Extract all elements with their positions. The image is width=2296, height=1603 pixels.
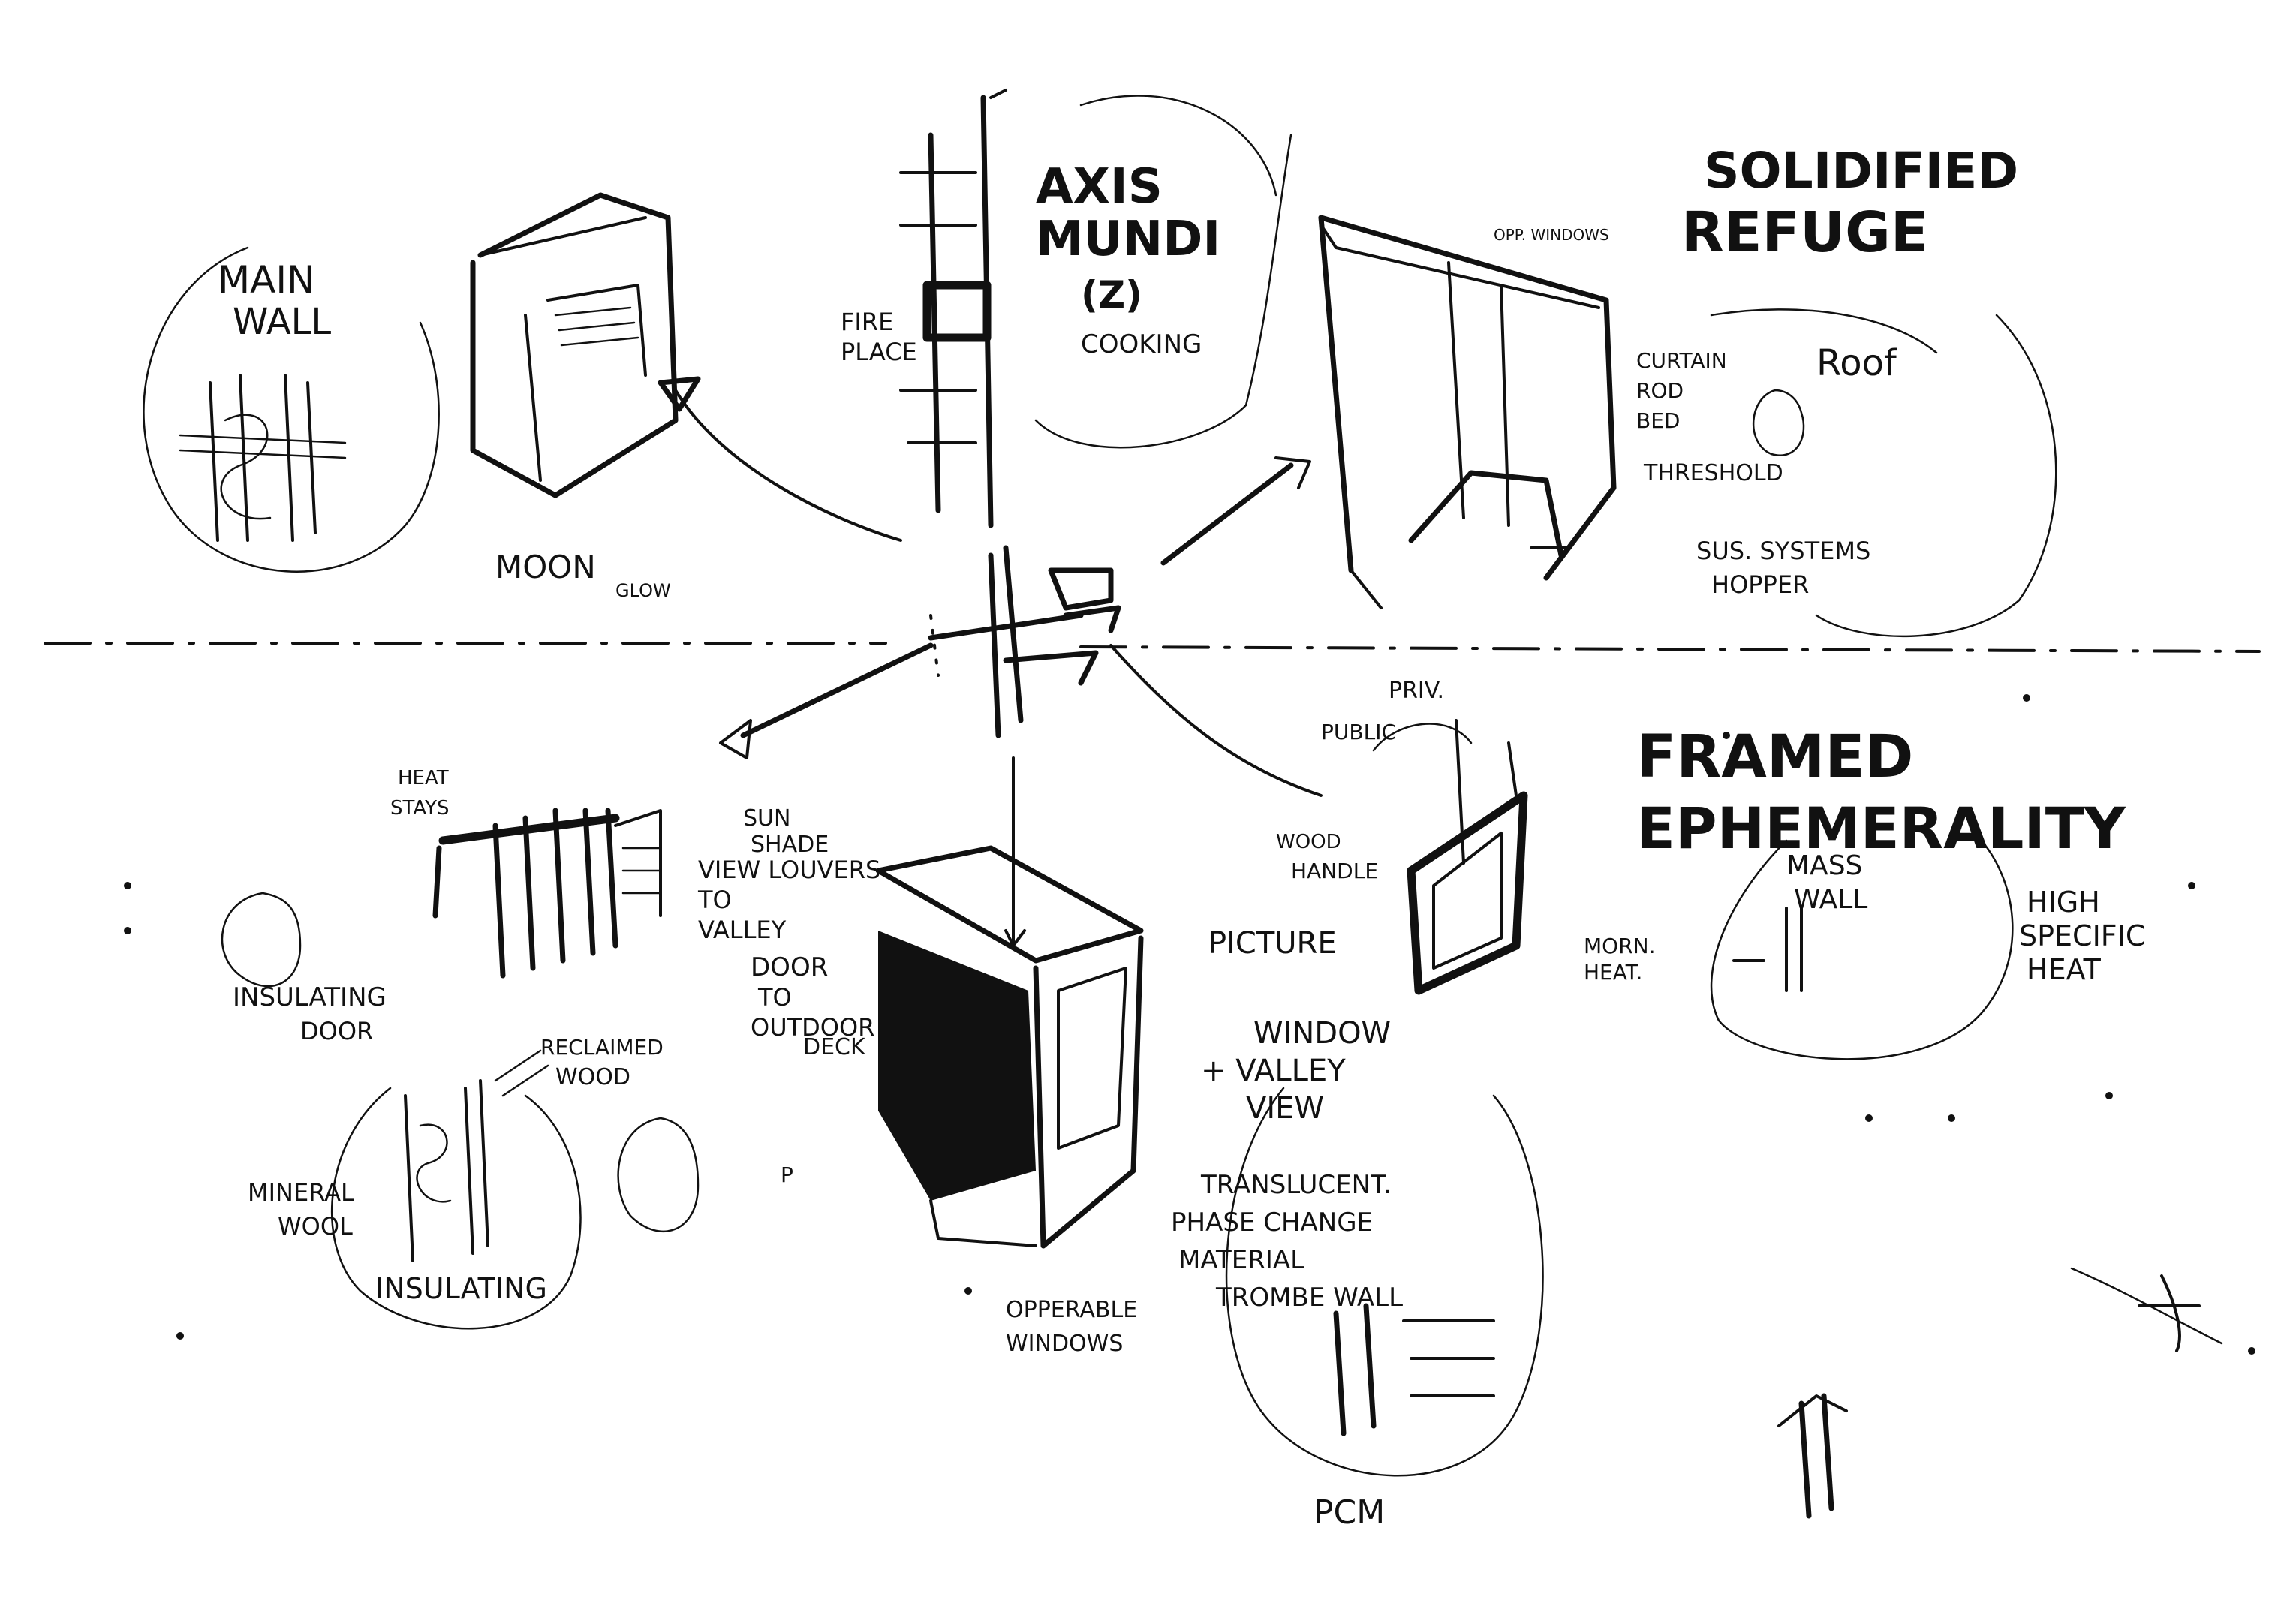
main-wall-sketch [180,195,676,540]
label-main: MAIN [218,258,315,302]
title-framed: FRAMED [1636,723,1913,791]
label-sun: SUN [743,805,790,832]
label-windows: WINDOWS [1006,1331,1123,1357]
label-opp-windows: OPP. WINDOWS [1494,226,1609,244]
label-mineral: MINERAL [248,1178,354,1207]
label-translucent: TRANSLUCENT. [1200,1170,1392,1200]
label-valley-view: + VALLEY [1201,1054,1346,1088]
label-mineral-wool: WOOL [278,1212,353,1241]
label-door-2: DOOR [300,1017,373,1045]
corner-figure [1779,1268,2222,1516]
mass-wall-sketch [1734,908,1801,991]
label-specific: SPECIFIC [2019,919,2145,952]
label-opperable: OPPERABLE [1006,1297,1137,1323]
label-heat2: HEAT [2027,953,2102,986]
label-p: P [781,1162,793,1187]
label-threshold: THRESHOLD [1643,460,1783,486]
label-morn-heat: HEAT. [1584,960,1642,985]
label-phase-change: PHASE CHANGE [1171,1208,1373,1238]
label-valley: VALLEY [698,916,787,944]
title-refuge: REFUGE [1681,200,1928,265]
label-place: PLACE [841,338,917,366]
label-heat: HEAT [398,767,449,789]
title-mundi: MUNDI [1036,212,1220,267]
label-cooking: COOKING [1081,329,1202,359]
label-mass: MASS [1786,850,1862,881]
label-shade: SHADE [751,832,829,858]
label-rod: ROD [1636,378,1684,403]
solidified-refuge-sketch [1321,218,1614,608]
annotations: MAIN WALL FIRE PLACE COOKING OPP. WINDOW… [218,226,2145,1532]
label-hopper: HOPPER [1711,570,1809,599]
label-high: HIGH [2027,886,2100,919]
label-moon: MOON [495,549,596,585]
label-view: VIEW [1246,1091,1324,1126]
label-insulating-door: INSULATING [233,982,387,1012]
label-picture: PICTURE [1208,926,1337,961]
label-material: MATERIAL [1178,1245,1304,1275]
label-door: DOOR [751,952,828,982]
label-morn: MORN. [1584,934,1656,958]
label-glow: GLOW [615,580,671,601]
title-z: (Z) [1081,273,1142,317]
trombe-wall-sketch [1336,1306,1494,1433]
label-window: WINDOW [1253,1016,1391,1051]
label-reclaimed-wood: WOOD [555,1064,630,1090]
title-axis: AXIS [1036,159,1163,215]
label-view-louvers: VIEW LOUVERS [698,856,880,884]
label-handle: HANDLE [1291,859,1378,883]
label-to2: TO [757,983,792,1012]
label-fire: FIRE [841,308,893,336]
label-to: TO [697,886,732,914]
label-priv: PRIV. [1389,678,1444,704]
label-trombe: TROMBE WALL [1215,1283,1403,1313]
insulating-door-sketch [435,811,661,976]
label-wall: WALL [233,301,331,343]
main-house-sketch [878,848,1141,1246]
label-mass-wall: WALL [1794,884,1867,915]
insulating-wall-sketch [405,1051,548,1261]
framed-ephemerality-sketch [1374,720,1524,991]
label-sus-systems: SUS. SYSTEMS [1696,537,1870,565]
titles: AXIS MUNDI (Z) SOLIDIFIED REFUGE FRAMED … [1036,142,2126,862]
label-roof: Roof [1816,342,1897,384]
label-bed: BED [1636,408,1680,433]
datum-line [45,643,2259,651]
title-ephemerality: EPHEMERALITY [1636,795,2126,862]
label-public: PUBLIC [1321,720,1396,744]
label-stays: STAYS [390,797,450,820]
label-pcm: PCM [1314,1493,1385,1532]
label-deck: DECK [803,1034,866,1060]
axis-mundi-sketch [901,90,1006,525]
label-wood: WOOD [1276,831,1341,853]
central-plan-sketch [931,548,1118,735]
label-curtain: CURTAIN [1636,348,1727,373]
label-reclaimed: RECLAIMED [540,1035,664,1060]
title-solidified: SOLIDIFIED [1704,142,2018,200]
label-insulating: INSULATING [375,1272,547,1305]
